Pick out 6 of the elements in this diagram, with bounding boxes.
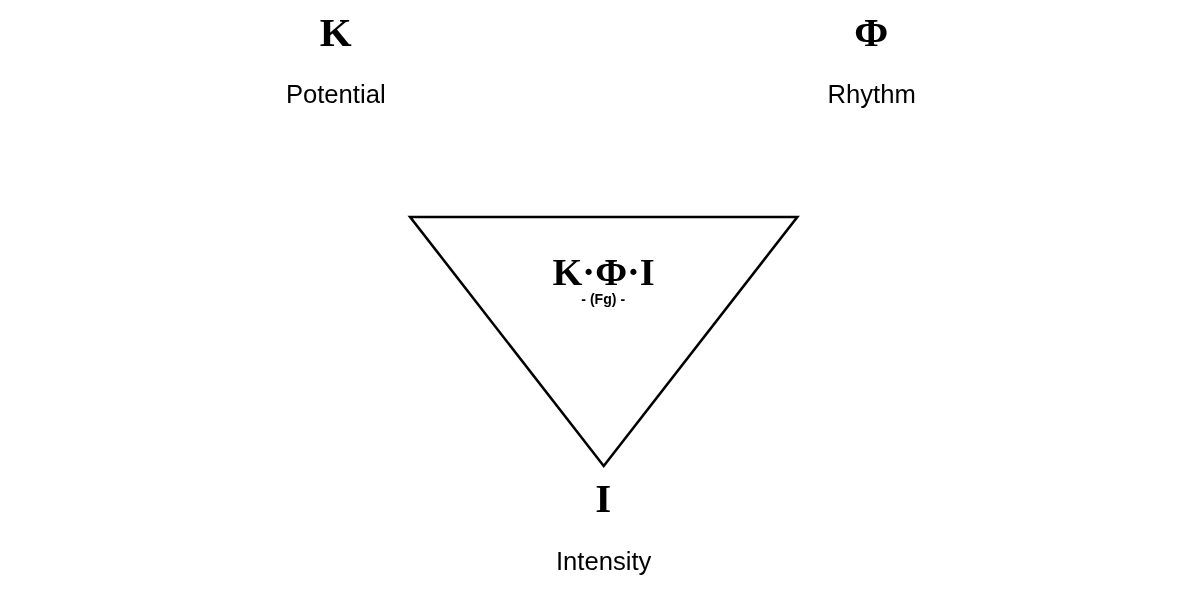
label: Rhythm: [826, 80, 916, 109]
label: Potential: [285, 80, 386, 109]
label: Φ: [853, 8, 888, 55]
label: I: [594, 475, 611, 522]
label: K: [319, 8, 352, 55]
label: Intensity: [555, 546, 651, 575]
